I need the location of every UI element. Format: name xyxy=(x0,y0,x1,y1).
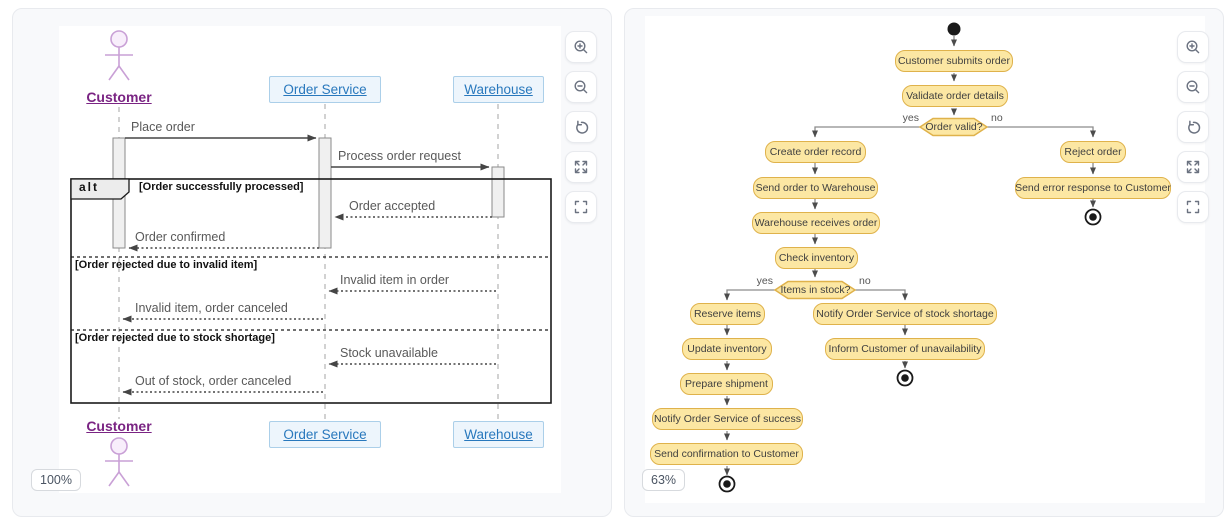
fit-view-icon xyxy=(574,200,588,214)
reset-view-icon xyxy=(1187,120,1200,134)
activity-inform-unavailability: Inform Customer of unavailability xyxy=(825,338,985,360)
activity-reserve-items: Reserve items xyxy=(690,303,765,325)
actor-customer-top: Customer xyxy=(86,89,152,105)
branch-yes-items-in-stock: yes xyxy=(756,275,773,287)
branch-yes-order-valid: yes xyxy=(902,112,919,124)
fullscreen-button[interactable] xyxy=(1177,151,1209,183)
zoom-in-icon xyxy=(574,40,588,54)
activity-send-order-to-warehouse: Send order to Warehouse xyxy=(753,177,878,199)
participant-order-service-top: Order Service xyxy=(269,76,381,103)
decision-order-valid: Order valid? xyxy=(925,121,983,133)
zoom-in-button[interactable] xyxy=(565,31,597,63)
actor-customer-bottom: Customer xyxy=(86,418,152,434)
zoom-out-button[interactable] xyxy=(565,71,597,103)
reset-view-button[interactable] xyxy=(1177,111,1209,143)
zoom-out-icon xyxy=(1186,80,1200,94)
branch-no-items-in-stock: no xyxy=(859,275,871,287)
message-invalid-item-in-order: Invalid item in order xyxy=(340,273,450,287)
participant-order-service-bottom: Order Service xyxy=(269,421,381,448)
activity-create-order-record: Create order record xyxy=(765,141,866,163)
alt-keyword: alt xyxy=(79,180,100,194)
activity-check-inventory: Check inventory xyxy=(775,247,858,269)
fit-view-icon xyxy=(1186,200,1200,214)
participant-warehouse-bottom: Warehouse xyxy=(453,421,544,448)
zoom-in-icon xyxy=(1186,40,1200,54)
fullscreen-icon xyxy=(1186,160,1200,174)
activity-update-inventory: Update inventory xyxy=(682,338,772,360)
message-process-order-request: Process order request xyxy=(338,149,461,163)
activity-send-confirmation-customer: Send confirmation to Customer xyxy=(650,443,803,465)
fullscreen-icon xyxy=(574,160,588,174)
activity-reject-order: Reject order xyxy=(1060,141,1126,163)
activity-warehouse-receives-order: Warehouse receives order xyxy=(752,212,880,234)
activity-notify-order-service-success: Notify Order Service of success xyxy=(652,408,803,430)
alt-condition-success: [Order successfully processed] xyxy=(139,181,304,193)
activity-customer-submits-order: Customer submits order xyxy=(895,50,1013,72)
zoom-out-icon xyxy=(574,80,588,94)
zoom-in-button[interactable] xyxy=(1177,31,1209,63)
activity-validate-order-details: Validate order details xyxy=(902,85,1008,107)
message-order-confirmed: Order confirmed xyxy=(135,230,226,244)
reset-view-icon xyxy=(575,120,588,134)
activity-send-error-response: Send error response to Customer xyxy=(1015,177,1171,199)
diagram-controls xyxy=(565,31,597,223)
zoom-out-button[interactable] xyxy=(1177,71,1209,103)
decision-items-in-stock: Items in stock? xyxy=(780,284,851,296)
branch-no-order-valid: no xyxy=(991,112,1003,124)
message-place-order: Place order xyxy=(131,120,195,134)
fit-view-button[interactable] xyxy=(565,191,597,223)
alt-condition-shortage: [Order rejected due to stock shortage] xyxy=(75,332,275,344)
participant-warehouse-top: Warehouse xyxy=(453,76,544,103)
fullscreen-button[interactable] xyxy=(565,151,597,183)
zoom-level-badge: 100% xyxy=(31,469,81,491)
message-order-accepted: Order accepted xyxy=(349,199,436,213)
activity-prepare-shipment: Prepare shipment xyxy=(680,373,773,395)
activity-notify-stock-shortage: Notify Order Service of stock shortage xyxy=(813,303,997,325)
message-invalid-item-canceled: Invalid item, order canceled xyxy=(135,301,288,315)
reset-view-button[interactable] xyxy=(565,111,597,143)
activity-diagram-panel: Customer submits order Validate order de… xyxy=(624,8,1224,517)
sequence-diagram-panel: Customer Customer Order Service Warehous… xyxy=(12,8,612,517)
fit-view-button[interactable] xyxy=(1177,191,1209,223)
alt-condition-invalid: [Order rejected due to invalid item] xyxy=(75,259,258,271)
message-out-of-stock-canceled: Out of stock, order canceled xyxy=(135,374,292,388)
zoom-level-badge: 63% xyxy=(642,469,686,491)
diagram-controls xyxy=(1177,31,1209,223)
message-stock-unavailable: Stock unavailable xyxy=(340,346,438,360)
